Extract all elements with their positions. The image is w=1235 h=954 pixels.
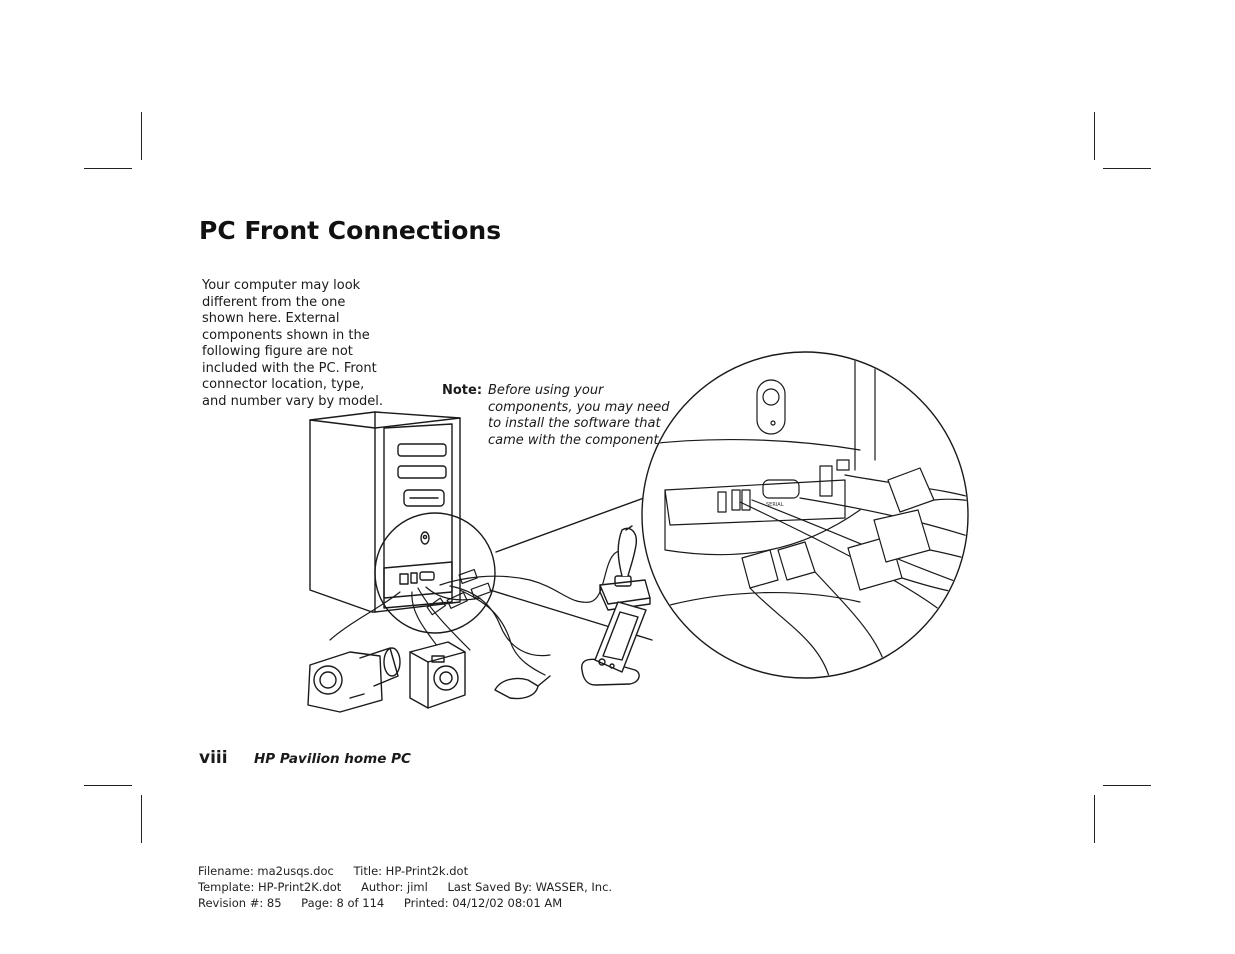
pc-front-connections-illustration: SERIAL: [307, 351, 969, 713]
running-footer-title: HP Pavilion home PC: [254, 751, 411, 767]
file-info-last-saved: Last Saved By: WASSER, Inc.: [447, 880, 613, 894]
magnified-inset: SERIAL: [641, 351, 969, 679]
page-title: PC Front Connections: [199, 216, 502, 245]
intro-paragraph: Your computer may look different from th…: [202, 278, 383, 409]
file-info: Filename: ma2usqs.doc Title: HP-Print2k.…: [198, 863, 628, 911]
crop-mark: [141, 112, 142, 160]
crop-mark: [1103, 785, 1151, 786]
file-info-printed: Printed: 04/12/02 08:01 AM: [403, 896, 563, 910]
crop-mark: [84, 785, 132, 786]
camcorder-drawing: [307, 647, 401, 713]
file-info-template: Template: HP-Print2K.dot: [198, 880, 342, 894]
file-info-title: Title: HP-Print2k.dot: [353, 864, 469, 878]
digital-camera-drawing: [409, 641, 466, 709]
file-info-page: Page: 8 of 114: [301, 896, 385, 910]
magnifier-large-circle: [641, 351, 969, 679]
crop-mark: [1094, 112, 1095, 160]
serial-port-label: SERIAL: [766, 502, 784, 508]
crop-mark: [141, 795, 142, 843]
crop-mark: [1103, 168, 1151, 169]
card-reader-drawing: [494, 675, 551, 700]
note-text: Before using your components, you may ne…: [488, 383, 670, 448]
page-number: viii: [199, 748, 228, 768]
note-label: Note:: [442, 383, 483, 398]
joystick-drawing: [599, 525, 651, 611]
tower-cables: [329, 549, 631, 676]
file-info-revision: Revision #: 85: [198, 896, 282, 910]
magnifier-small-circle: [374, 512, 496, 634]
pc-tower-drawing: [309, 411, 461, 613]
crop-mark: [1094, 795, 1095, 843]
file-info-author: Author: jiml: [360, 880, 428, 894]
file-info-filename: Filename: ma2usqs.doc: [198, 864, 334, 878]
pda-drawing: [581, 601, 647, 686]
crop-mark: [84, 168, 132, 169]
